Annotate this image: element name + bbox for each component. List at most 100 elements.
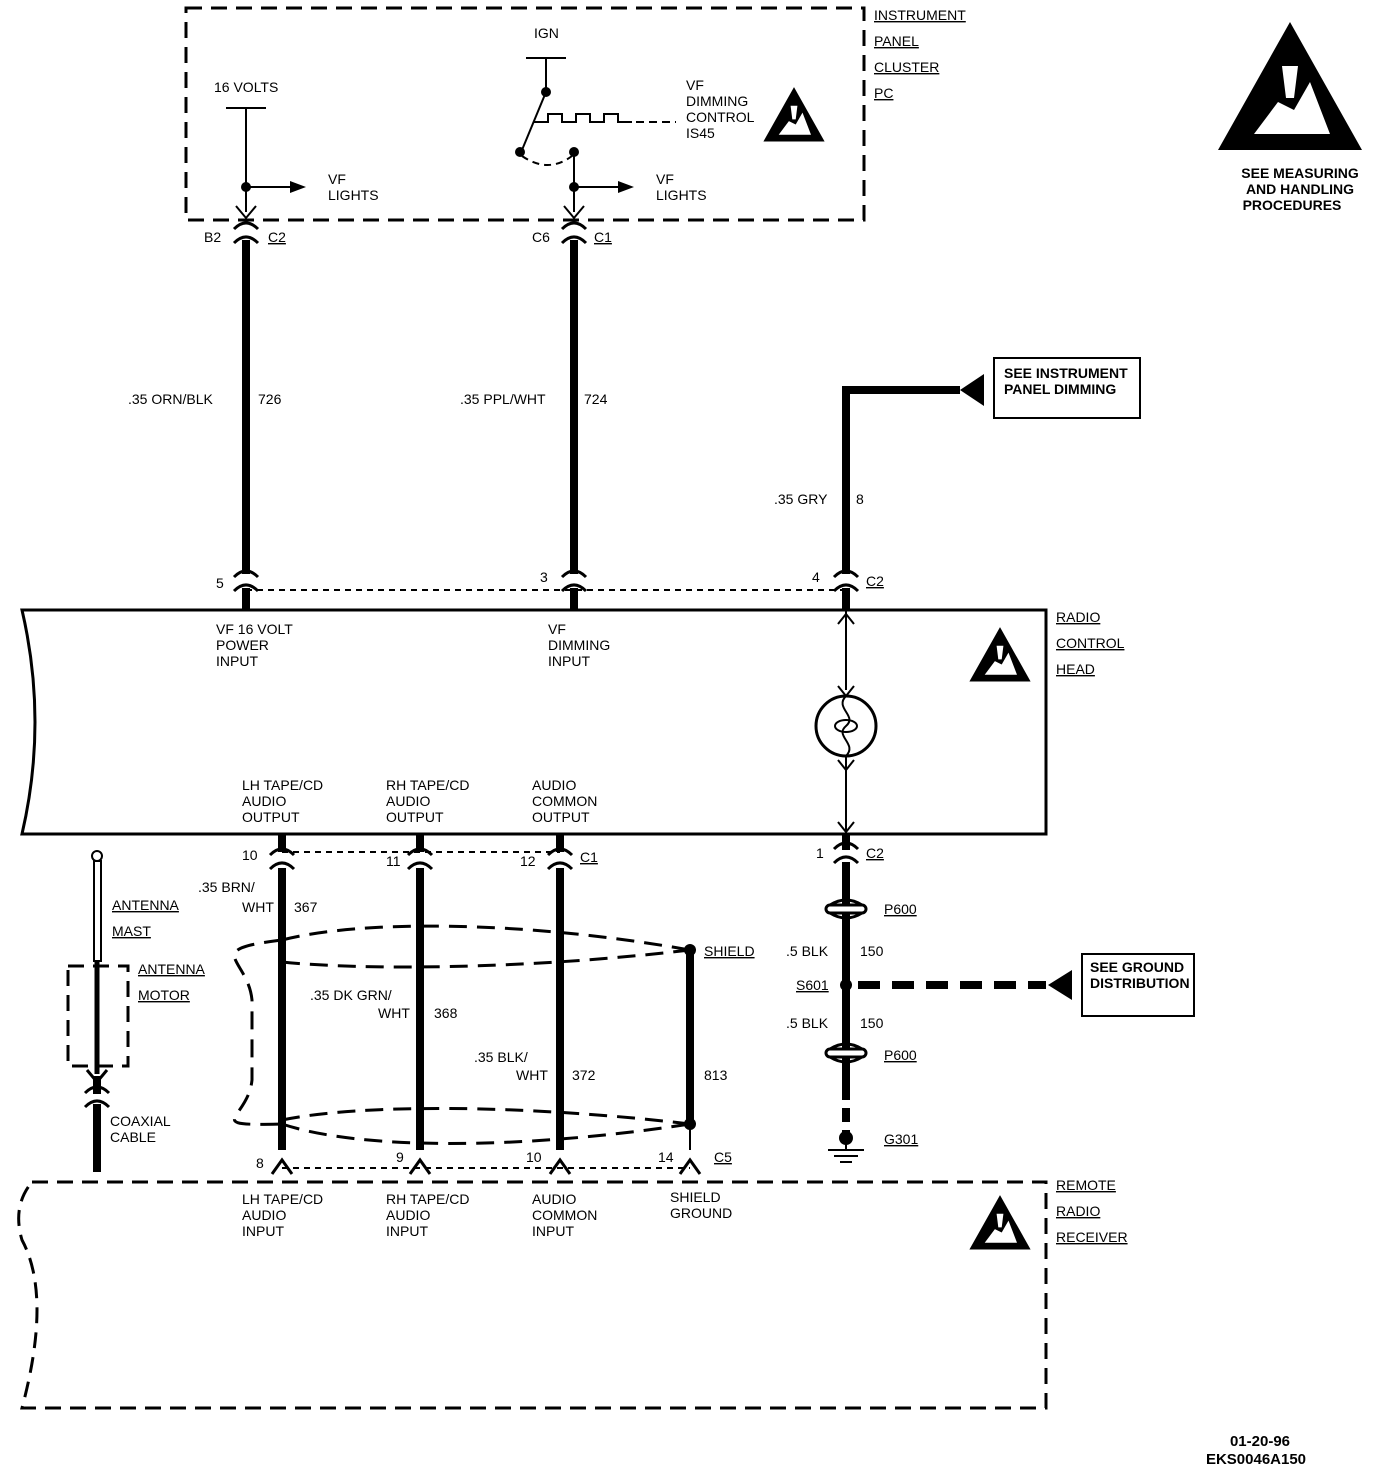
c2-top-label: C2 <box>268 229 286 245</box>
warning-line-3: PROCEDURES <box>1243 197 1342 213</box>
p600-top-label: P600 <box>884 901 917 917</box>
pin-5: 5 <box>216 575 224 591</box>
ipc-name-2: PANEL <box>874 33 919 49</box>
pin-9: 9 <box>396 1149 404 1165</box>
rh-input-1: RH TAPE/CD <box>386 1191 470 1207</box>
esd-icon <box>969 1195 1031 1250</box>
common-output-2: COMMON <box>532 793 597 809</box>
rh-output-2: AUDIO <box>386 793 430 809</box>
connector-b2: B2 C2 <box>204 205 286 245</box>
rch-name-2: CONTROL <box>1056 635 1125 651</box>
antenna-assembly: ANTENNA MAST ANTENNA MOTOR COAXIAL CABLE <box>66 850 206 1172</box>
rrr-name-1: REMOTE <box>1056 1177 1116 1193</box>
antenna-motor-2: MOTOR <box>138 987 190 1003</box>
arrow-icon <box>290 181 306 193</box>
s601-label: S601 <box>796 977 829 993</box>
c2-lower-label: C2 <box>866 845 884 861</box>
wire-372-gauge-2: WHT <box>516 1067 548 1083</box>
dimming-control-1: VF <box>686 77 704 93</box>
vf-dimming-input-2: DIMMING <box>548 637 610 653</box>
arrow-icon <box>618 181 634 193</box>
antenna-mast-1: ANTENNA <box>112 897 180 913</box>
wire-367-gauge-2: WHT <box>242 899 274 915</box>
vf16-input-2: POWER <box>216 637 269 653</box>
common-output-3: OUTPUT <box>532 809 590 825</box>
common-input-1: AUDIO <box>532 1191 576 1207</box>
antenna-mast-2: MAST <box>112 923 151 939</box>
radio-control-head: RADIO CONTROL HEAD VF 16 VOLT POWER INPU… <box>20 608 1125 836</box>
wire-726-circuit: 726 <box>258 391 282 407</box>
volts-label: 16 VOLTS <box>214 79 278 95</box>
vf-lights-right-1: VF <box>656 171 674 187</box>
connector-c2-radio-top: 5 3 4 C2 <box>216 569 884 610</box>
rh-input-2: AUDIO <box>386 1207 430 1223</box>
wire-8: .35 GRY 8 <box>774 386 960 574</box>
ip-dimming-ref-1: SEE INSTRUMENT <box>1004 365 1128 381</box>
ipc-name-1: INSTRUMENT <box>874 7 966 23</box>
wire-8-gauge: .35 GRY <box>774 491 828 507</box>
wire-368-gauge-2: WHT <box>378 1005 410 1021</box>
common-input-3: INPUT <box>532 1223 574 1239</box>
wire-368: .35 DK GRN/ WHT 368 <box>310 868 458 1150</box>
ground-dist-ref-2: DISTRIBUTION <box>1090 975 1190 991</box>
rrr-name-3: RECEIVER <box>1056 1229 1128 1245</box>
wire-150b-circuit: 150 <box>860 1015 884 1031</box>
ground-dist-ref-1: SEE GROUND <box>1090 959 1184 975</box>
dimming-control-2: DIMMING <box>686 93 748 109</box>
splice-s601 <box>840 979 852 991</box>
ground-path: 1 C2 P600 .5 BLK 150 S601 .5 BLK 150 P60… <box>786 834 1072 1163</box>
rh-input-3: INPUT <box>386 1223 428 1239</box>
vf-dimming-input-1: VF <box>548 621 566 637</box>
wire-724-circuit: 724 <box>584 391 608 407</box>
c5-label: C5 <box>714 1149 732 1165</box>
esd-icon <box>969 627 1031 682</box>
wire-367-gauge-1: .35 BRN/ <box>198 879 255 895</box>
wire-150a-circuit: 150 <box>860 943 884 959</box>
footer: 01-20-96 EKS0046A150 <box>1206 1433 1306 1468</box>
wire-8-circuit: 8 <box>856 491 864 507</box>
wire-368-gauge-1: .35 DK GRN/ <box>310 987 392 1003</box>
vf-lights-left-2: LIGHTS <box>328 187 379 203</box>
wire-724-gauge: .35 PPL/WHT <box>460 391 546 407</box>
lamp-icon <box>814 694 878 758</box>
dimming-control-3: CONTROL <box>686 109 755 125</box>
footer-date: 01-20-96 <box>1230 1433 1290 1450</box>
wire-372-circuit: 372 <box>572 1067 596 1083</box>
lh-output-1: LH TAPE/CD <box>242 777 323 793</box>
esd-warning: SEE MEASURING AND HANDLING PROCEDURES <box>1218 22 1362 213</box>
vf-lights-right-2: LIGHTS <box>656 187 707 203</box>
warning-line-2: AND HANDLING <box>1246 181 1354 197</box>
pin-14: 14 <box>658 1149 674 1165</box>
lh-output-3: OUTPUT <box>242 809 300 825</box>
ign-label: IGN <box>534 25 559 41</box>
connector-c1-radio-bottom: 10 11 12 C1 <box>242 834 598 871</box>
lh-input-2: AUDIO <box>242 1207 286 1223</box>
p600-bottom-label: P600 <box>884 1047 917 1063</box>
pin-8: 8 <box>256 1155 264 1171</box>
wire-367: .35 BRN/ WHT 367 <box>198 868 318 1150</box>
wire-813-circuit: 813 <box>704 1067 728 1083</box>
c1-top-label: C1 <box>594 229 612 245</box>
pin-11: 11 <box>386 853 401 869</box>
ref-arrow-icon <box>960 374 984 406</box>
wire-726: .35 ORN/BLK 726 <box>128 240 282 574</box>
wire-372: .35 BLK/ WHT 372 <box>474 868 596 1150</box>
ip-dimming-ref: SEE INSTRUMENT PANEL DIMMING <box>960 357 1141 419</box>
wire-372-gauge-1: .35 BLK/ <box>474 1049 528 1065</box>
antenna-tip-icon <box>91 850 103 862</box>
common-input-2: COMMON <box>532 1207 597 1223</box>
ref-arrow-icon <box>1048 970 1072 1000</box>
pin-1: 1 <box>816 845 824 861</box>
ipc-name-4: PC <box>874 85 893 101</box>
pin-10-bottom: 10 <box>526 1149 542 1165</box>
wire-813: 813 <box>686 950 728 1150</box>
pin-10-top: 10 <box>242 847 258 863</box>
ground-distribution-ref: SEE GROUND DISTRIBUTION <box>1081 953 1195 1017</box>
rch-name-3: HEAD <box>1056 661 1095 677</box>
common-output-1: AUDIO <box>532 777 576 793</box>
connector-c5: 8 9 10 14 C5 <box>256 1149 732 1175</box>
antenna-motor-1: ANTENNA <box>138 961 206 977</box>
esd-icon <box>763 87 825 142</box>
g301-label: G301 <box>884 1131 918 1147</box>
